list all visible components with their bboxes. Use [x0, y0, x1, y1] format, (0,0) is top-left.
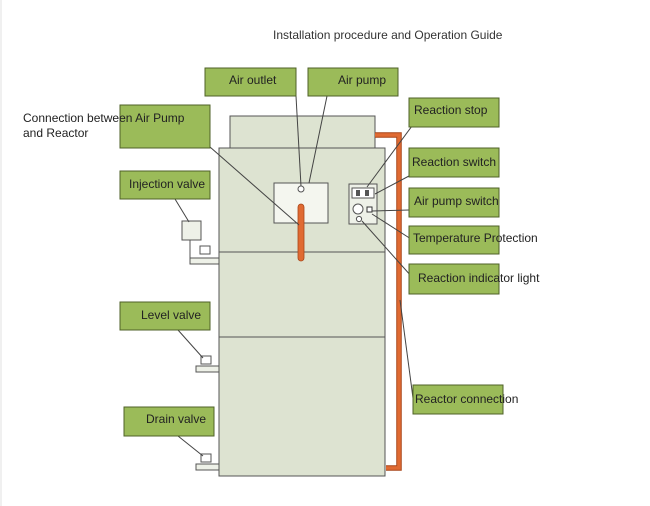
label-box-reaction-switch — [408, 147, 500, 178]
level-valve-body — [195, 365, 220, 373]
label-temperature-protection: Temperature Protection — [413, 231, 538, 245]
label-drain-valve: Drain valve — [146, 412, 206, 426]
reaction-stop-button — [351, 187, 375, 199]
label-box-air-outlet — [204, 67, 297, 97]
label-box-reaction-indicator-light — [408, 263, 500, 295]
air-pump-switch-knob — [352, 203, 364, 215]
air-outlet-port — [297, 185, 305, 193]
temperature-protection-unit — [366, 206, 373, 213]
drain-valve-body — [195, 463, 220, 471]
unit-top-cap — [229, 115, 376, 150]
label-box-temperature-protection — [408, 225, 500, 255]
label-box-air-pump — [307, 67, 399, 97]
label-box-drain-valve — [123, 406, 215, 437]
reaction-indicator-lamp — [355, 215, 363, 223]
label-connection-line2: and Reactor — [23, 126, 88, 140]
label-air-pump: Air pump — [338, 73, 386, 87]
air-pump-pipe — [297, 203, 305, 262]
label-box-injection-valve — [119, 170, 211, 200]
reactor-unit — [218, 115, 386, 477]
leader-lines — [174, 95, 414, 457]
label-reaction-indicator-light: Reaction indicator light — [418, 271, 540, 285]
label-box-reaction-stop — [408, 97, 500, 128]
level-valve-handle — [200, 355, 212, 365]
label-reaction-switch: Reaction switch — [412, 155, 496, 169]
label-injection-valve: Injection valve — [129, 177, 205, 191]
label-box-connection — [119, 104, 211, 149]
label-reactor-connection: Reactor connection — [415, 392, 518, 406]
reaction-stop-key-left — [356, 190, 360, 196]
reaction-stop-key-right — [365, 190, 369, 196]
label-connection-line1: Connection between Air Pump — [23, 111, 185, 125]
label-air-pump-switch: Air pump switch — [414, 194, 499, 208]
label-box-air-pump-switch — [408, 187, 500, 218]
drain-valve-handle — [200, 453, 212, 463]
label-box-reactor-connection — [412, 384, 504, 415]
injection-valve-handle — [199, 245, 211, 255]
label-air-outlet: Air outlet — [229, 73, 277, 87]
label-box-level-valve — [119, 301, 211, 331]
diagram-title: Installation procedure and Operation Gui… — [273, 28, 503, 42]
injection-funnel — [181, 220, 202, 241]
label-reaction-stop: Reaction stop — [414, 103, 488, 117]
label-level-valve: Level valve — [141, 308, 201, 322]
